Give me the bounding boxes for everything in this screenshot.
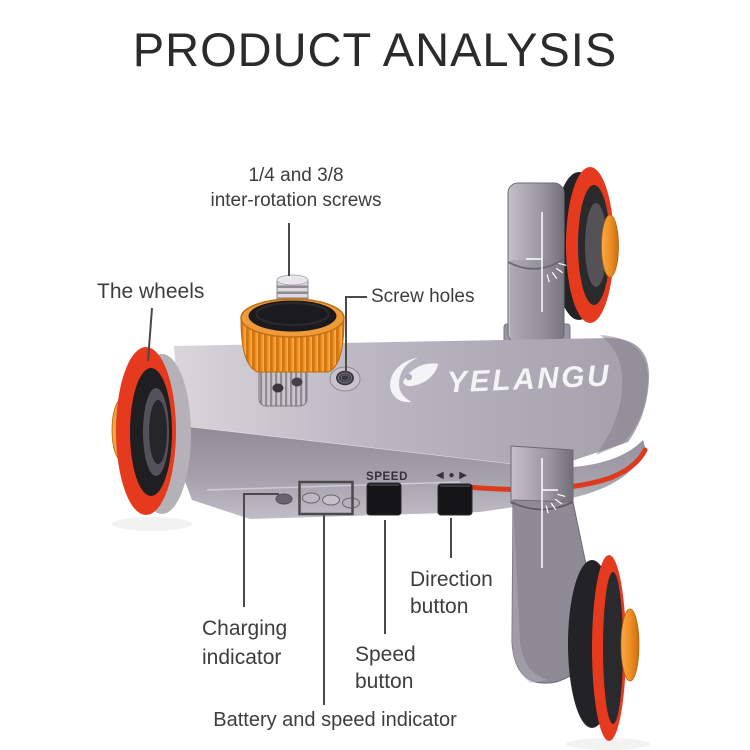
- label-screw-holes: Screw holes: [371, 286, 475, 307]
- label-wheels: The wheels: [97, 280, 205, 303]
- wheel-shadow: [112, 517, 192, 531]
- label-battery-speed-indicator: Battery and speed indicator: [213, 709, 457, 731]
- leaf-eye-icon: [390, 357, 439, 403]
- charging-led: [275, 493, 293, 505]
- label-charging-indicator: Charging indicator: [202, 614, 287, 672]
- page-title: PRODUCT ANALYSIS: [132, 23, 618, 76]
- upper-wheel-arm: [503, 182, 571, 345]
- direction-marking: ◀ ● ▶: [436, 470, 468, 481]
- label-direction-button: Direction button: [410, 566, 493, 620]
- bottom-right-wheel: [568, 555, 640, 741]
- callouts: [147, 223, 452, 705]
- callout-line-wheels: [147, 307, 153, 362]
- label-line: Charging: [202, 617, 288, 640]
- battery-speed-led: [322, 494, 340, 506]
- callout-line-charging: [243, 493, 279, 607]
- screw-mount: [240, 274, 345, 407]
- wheel-hub-knob: [601, 214, 619, 278]
- wheel-shadow: [566, 738, 650, 750]
- indicator-leds: [275, 492, 360, 509]
- red-trim-stripe: [465, 447, 648, 493]
- battery-speed-led: [302, 492, 320, 504]
- label-line: indicator: [202, 646, 282, 669]
- arm-alignment-marks: [526, 212, 567, 312]
- callout-line-screw-holes: [345, 296, 367, 371]
- speed-button[interactable]: [366, 482, 402, 516]
- speed-marking: SPEED: [366, 471, 408, 483]
- brand-logo-text: YELANGU: [446, 359, 611, 399]
- top-right-wheel: [553, 167, 619, 323]
- label-line: button: [410, 595, 469, 618]
- wheel-hub-knob: [620, 608, 640, 682]
- label-line: button: [355, 670, 414, 693]
- screw-hole: [329, 366, 361, 392]
- label-line: 1/4 and 3/8: [248, 165, 344, 186]
- direction-button[interactable]: [437, 483, 473, 516]
- left-wheel: [111, 347, 191, 515]
- mount-rubber-pad: [248, 300, 337, 332]
- label-rotation-screws: 1/4 and 3/8 inter-rotation screws: [146, 163, 446, 213]
- label-line: Direction: [410, 568, 493, 591]
- battery-speed-led: [342, 497, 360, 509]
- label-speed-button: Speed button: [355, 641, 416, 695]
- brand-logo: YELANGU: [390, 357, 612, 403]
- label-line: inter-rotation screws: [210, 190, 382, 211]
- indicator-frame: [298, 480, 354, 516]
- arm-alignment-marks: [541, 458, 566, 568]
- label-line: Speed: [355, 643, 416, 666]
